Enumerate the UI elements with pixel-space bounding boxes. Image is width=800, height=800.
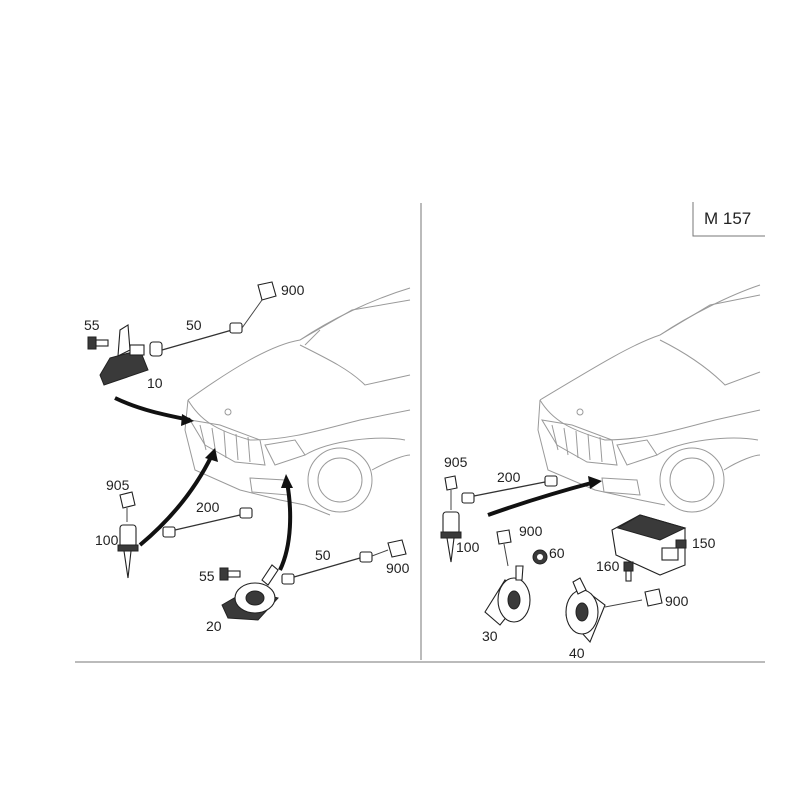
harness-200-left-wire [174,514,241,531]
arrowhead-sensor-100-right [588,476,602,489]
callout-900-bottom: 900 [386,560,410,576]
harness-200-right-plug-b [544,475,558,487]
callout-60: 60 [549,545,565,561]
callout-30: 30 [482,628,498,644]
arrowhead-sensor-10 [181,414,194,426]
harness-50-bottom-plug-a [281,573,295,585]
connector-900-a-leader [503,543,509,567]
arrow-sensor-100-right [487,480,596,517]
horn-40-part [565,577,606,644]
sensor-10-part [99,324,163,386]
car-outline-left [184,287,411,516]
connector-900-a-icon [496,529,512,545]
callout-200-right: 200 [497,469,521,485]
callout-20: 20 [206,618,222,634]
model-box-frame [692,202,765,237]
callout-160: 160 [596,558,620,574]
callout-900-top: 900 [281,282,305,298]
callout-200-left: 200 [196,499,220,515]
callout-10: 10 [147,375,163,391]
arrow-horn-20 [278,481,293,571]
harness-50-top-wire [161,329,233,351]
sensor-100-part [117,524,139,579]
callout-40: 40 [569,645,585,661]
arrowhead-horn-20 [281,474,293,488]
callout-900-a: 900 [519,523,543,539]
harness-50-bottom-plug-b [359,551,373,563]
harness-50-bottom-wire [293,557,361,578]
harness-200-left-plug-b [239,507,253,519]
callout-900-b: 900 [665,593,689,609]
screw-icon [87,336,109,350]
callout-50-top: 50 [186,317,202,333]
callout-100-left: 100 [95,532,119,548]
sensor-100-right-part [440,511,462,563]
nut-60-part [532,549,548,565]
model-code: M 157 [704,209,751,228]
connector-905-icon [119,491,136,509]
callout-150: 150 [692,535,716,551]
harness-200-left-plug-a [162,526,176,538]
callout-905-right: 905 [444,454,468,470]
connector-900-top-icon [257,281,277,301]
connector-905-right-icon [444,475,458,491]
connector-900-b-icon [644,588,663,607]
arrow-sensor-10 [114,396,191,422]
horn-20-part [221,564,279,621]
connector-900-b-leader [604,599,643,608]
harness-200-right-wire [473,481,546,497]
car-outline-right [537,284,761,513]
screw-icon [623,561,634,582]
screw-icon [219,567,241,581]
arrow-sensor-100 [138,454,214,547]
callout-50-bottom: 50 [315,547,331,563]
left-panel: 55 10 50 900 905 100 [84,281,411,634]
arrowhead-sensor-100 [205,448,218,462]
callout-55-bottom: 55 [199,568,215,584]
connector-900-bottom-icon [387,539,407,558]
harness-200-right-plug-a [461,492,475,504]
harness-50-top-plug [229,322,243,334]
horn-30-part [484,565,531,626]
module-150-part [611,514,687,576]
connector-leader-top [241,299,263,329]
connector-leader-bottom [371,549,389,557]
callout-100-right: 100 [456,539,480,555]
callout-905-left: 905 [106,477,130,493]
right-panel: 905 100 200 900 60 [440,284,761,661]
callout-55-top: 55 [84,317,100,333]
